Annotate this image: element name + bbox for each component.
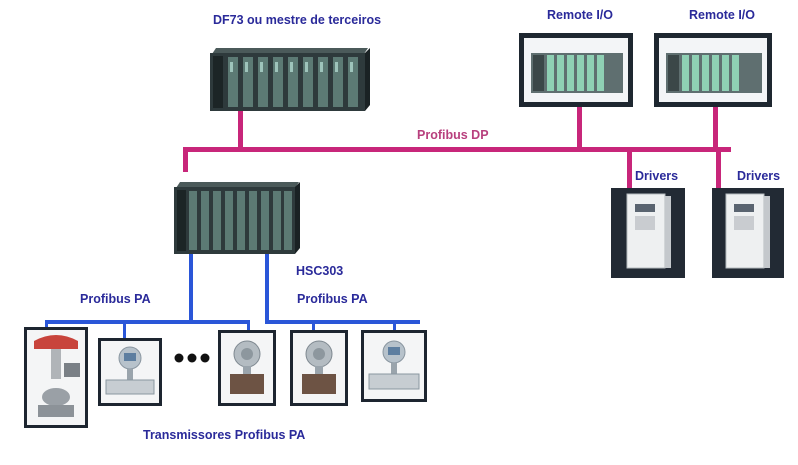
pa-drop-4 bbox=[312, 320, 315, 332]
control-valve-icon bbox=[24, 327, 88, 428]
pa-riser-right bbox=[265, 254, 269, 324]
remote-io-module-icon-1 bbox=[519, 33, 633, 107]
pa-drop-2 bbox=[123, 320, 126, 340]
flow-transmitter-icon-1 bbox=[98, 338, 162, 406]
hsc303-rack-icon bbox=[174, 182, 300, 254]
pa-drop-5 bbox=[393, 320, 396, 332]
pressure-transmitter-icon-1 bbox=[218, 330, 276, 406]
frequency-inverter-icon-1 bbox=[611, 188, 685, 278]
transmitters-label: Transmissores Profibus PA bbox=[143, 428, 306, 442]
profibus-dp-bus bbox=[183, 147, 731, 152]
remote-io-label-2: Remote I/O bbox=[689, 8, 755, 22]
dp-drop-drivers-1 bbox=[627, 150, 632, 192]
pa-bus-left bbox=[45, 320, 250, 324]
dp-drop-drivers-2 bbox=[716, 150, 721, 192]
profibus-dp-label: Profibus DP bbox=[417, 128, 489, 142]
dp-drop-master bbox=[238, 110, 243, 150]
pa-drop-1 bbox=[45, 320, 48, 332]
profibus-pa-label-left: Profibus PA bbox=[80, 292, 151, 306]
master-label: DF73 ou mestre de terceiros bbox=[213, 13, 382, 27]
pa-bus-right bbox=[265, 320, 420, 324]
dp-drop-remote-io-1 bbox=[577, 104, 582, 149]
dp-drop-hsc bbox=[183, 147, 188, 172]
pa-drop-3 bbox=[247, 320, 250, 332]
flow-transmitter-icon-2 bbox=[361, 330, 427, 402]
pa-riser-left bbox=[189, 254, 193, 324]
master-rack-icon bbox=[210, 48, 370, 111]
more-devices-ellipsis bbox=[174, 353, 210, 363]
remote-io-label-1: Remote I/O bbox=[547, 8, 613, 22]
frequency-inverter-icon-2 bbox=[712, 188, 784, 278]
drivers-label-2: Drivers bbox=[737, 169, 781, 183]
pressure-transmitter-icon-2 bbox=[290, 330, 348, 406]
remote-io-module-icon-2 bbox=[654, 33, 772, 107]
profibus-pa-label-right: Profibus PA bbox=[297, 292, 368, 306]
drivers-label-1: Drivers bbox=[635, 169, 679, 183]
dp-drop-remote-io-2 bbox=[713, 104, 718, 149]
hsc303-label: HSC303 bbox=[296, 264, 344, 278]
